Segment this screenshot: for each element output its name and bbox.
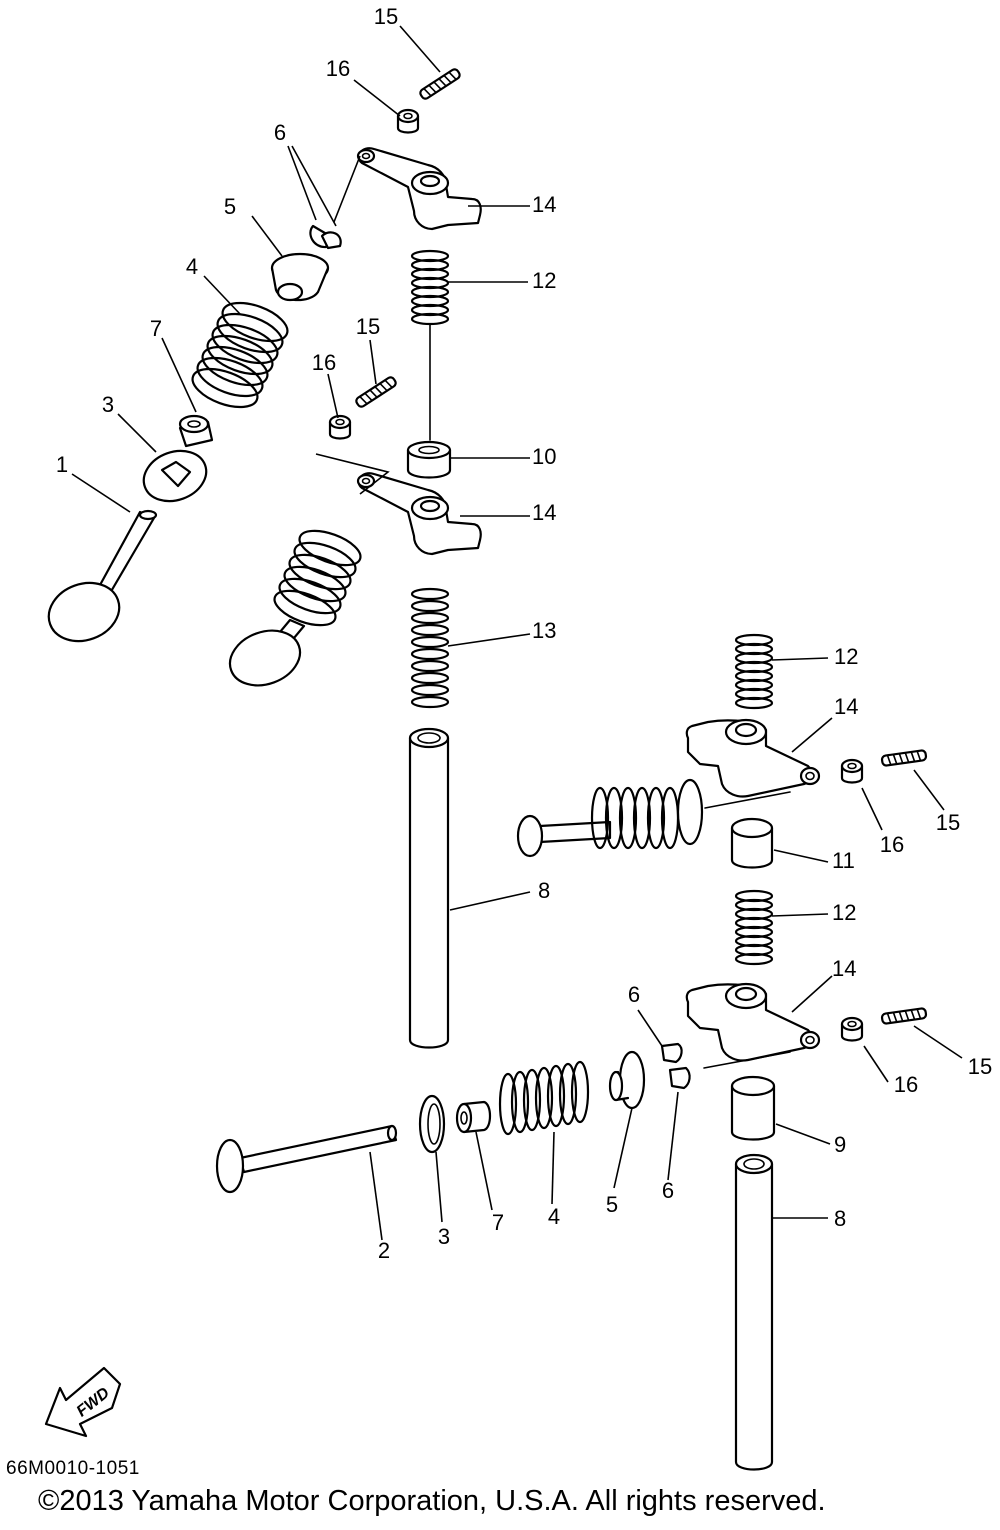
spacer-10 <box>406 440 452 479</box>
retainer-5b <box>608 1050 646 1110</box>
right-rocker-arm <box>685 718 821 798</box>
callout-2: 2 <box>378 1238 390 1263</box>
push-rod-8b <box>734 1153 774 1471</box>
callout-10: 10 <box>532 444 556 469</box>
spring-seat-washer-3 <box>142 449 208 503</box>
seal-7b <box>455 1100 492 1134</box>
intake-valve-1 <box>47 509 158 643</box>
washer-3b <box>418 1094 446 1154</box>
lower-nut-16 <box>840 1016 864 1042</box>
lower-rocker-arm <box>685 982 821 1062</box>
callout-6: 6 <box>662 1178 674 1203</box>
callout-5: 5 <box>606 1192 618 1217</box>
middle-rocker-arm <box>356 472 482 556</box>
callout-14: 14 <box>532 192 556 217</box>
callout-14: 14 <box>834 694 858 719</box>
spring-retainer-5 <box>270 252 330 302</box>
callout-16: 16 <box>326 56 350 81</box>
callout-3: 3 <box>438 1224 450 1249</box>
callout-3: 3 <box>102 392 114 417</box>
fwd-arrow-icon: FWD <box>44 1366 122 1438</box>
callout-6: 6 <box>274 120 286 145</box>
callout-6: 6 <box>628 982 640 1007</box>
valve-spring-4 <box>191 301 289 409</box>
lower-spring-12 <box>734 889 774 966</box>
callout-12: 12 <box>832 900 856 925</box>
right-screw-15 <box>880 748 928 768</box>
lower-guide-line <box>703 1051 791 1069</box>
callout-15: 15 <box>968 1054 992 1079</box>
callout-1: 1 <box>56 452 68 477</box>
callout-15: 15 <box>356 314 380 339</box>
callout-14: 14 <box>532 500 556 525</box>
right-assembled-valve <box>516 778 791 858</box>
spring-4b <box>498 1060 590 1136</box>
callout-15: 15 <box>374 4 398 29</box>
upper-spring-12 <box>410 249 450 441</box>
right-spring-12 <box>734 633 774 710</box>
spacer-11 <box>730 817 774 869</box>
diagram-code: 66M0010-1051 <box>6 1458 140 1479</box>
callout-12: 12 <box>532 268 556 293</box>
callout-7: 7 <box>492 1210 504 1235</box>
valve-cotters-6 <box>309 224 342 250</box>
leader-lines <box>71 25 963 1241</box>
exhaust-valve-2 <box>215 1124 398 1194</box>
copyright-notice: ©2013 Yamaha Motor Corporation, U.S.A. A… <box>38 1485 826 1517</box>
push-rod-8 <box>408 727 450 1049</box>
valve-stem-seal-7 <box>178 414 214 448</box>
callout-7: 7 <box>150 316 162 341</box>
lower-screw-15 <box>880 1006 928 1026</box>
upper-nut-16b <box>328 414 352 440</box>
callout-8: 8 <box>834 1206 846 1231</box>
spring-13 <box>410 587 450 709</box>
right-nut-16 <box>840 758 864 784</box>
callout-9: 9 <box>834 1132 846 1157</box>
callout-labels: 15 16 6 14 5 12 4 15 7 16 3 10 1 14 13 1… <box>56 4 992 1263</box>
cotters-6b <box>660 1042 691 1090</box>
callout-16: 16 <box>880 832 904 857</box>
callout-8: 8 <box>538 878 550 903</box>
callout-15: 15 <box>936 810 960 835</box>
callout-11: 11 <box>832 848 855 873</box>
callout-12: 12 <box>834 644 858 669</box>
callout-16: 16 <box>894 1072 918 1097</box>
top-nut-16 <box>396 108 420 134</box>
callout-4: 4 <box>186 254 198 279</box>
callout-14: 14 <box>832 956 856 981</box>
assembled-valve <box>228 529 362 687</box>
callout-4: 4 <box>548 1204 560 1229</box>
callout-5: 5 <box>224 194 236 219</box>
top-screw-15 <box>417 66 463 102</box>
spacer-9 <box>730 1075 776 1141</box>
upper-rocker-arm <box>356 147 482 231</box>
callout-16: 16 <box>312 350 336 375</box>
callout-13: 13 <box>532 618 556 643</box>
